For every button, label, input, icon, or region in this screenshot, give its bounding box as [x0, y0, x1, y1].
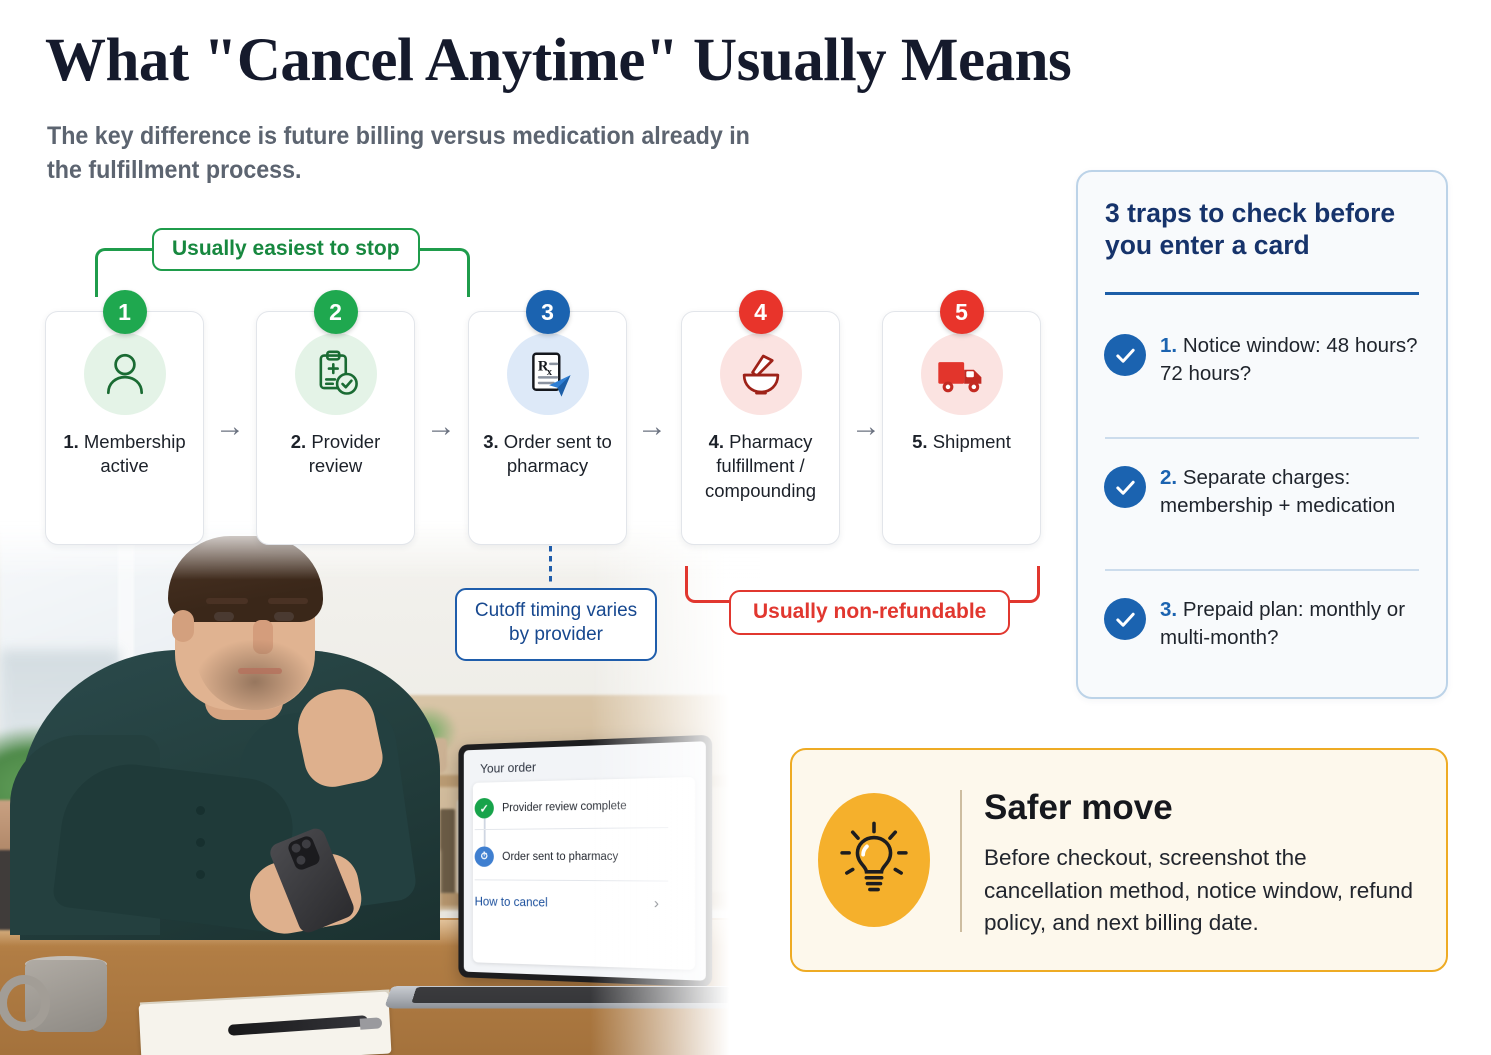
clipboard-check-icon: [294, 333, 377, 415]
safer-move-heading: Safer move: [984, 788, 1173, 827]
step-prefix-4: 4.: [708, 431, 724, 452]
step-card-1[interactable]: 1 1. Membership active: [45, 290, 204, 545]
step-label-5: 5. Shipment: [889, 430, 1034, 454]
step-text-5: Shipment: [932, 431, 1011, 452]
step-text-3: Order sent to pharmacy: [503, 431, 612, 477]
step-card-4[interactable]: 4 4. Pharmacy fulfillment / compounding: [681, 290, 840, 545]
photo-person-ear: [172, 610, 194, 642]
check-circle-icon: [1104, 466, 1146, 508]
flow-arrow-2: →: [426, 410, 456, 443]
clock-circle-icon: ⏱: [474, 846, 494, 867]
step-card-2[interactable]: 2 2. Provider review: [256, 290, 415, 545]
photo-shirt-button-2: [196, 838, 205, 847]
step-prefix-2: 2.: [290, 431, 307, 452]
step-label-1: 1. Membership active: [52, 430, 197, 479]
trap-divider-1: [1105, 437, 1419, 439]
safer-move-panel: Safer move Before checkout, screenshot t…: [790, 748, 1448, 972]
step-prefix-3: 3.: [483, 431, 499, 452]
person-icon: [83, 333, 166, 415]
flow-arrow-1: →: [215, 410, 245, 443]
photo-shirt-button-1: [196, 806, 205, 815]
order-panel-title: Your order: [480, 759, 537, 776]
cutoff-dotted-connector: [549, 546, 552, 584]
photo-person-eye-left: [214, 612, 234, 621]
step-text-4: Pharmacy fulfillment / compounding: [704, 431, 817, 501]
check-circle-icon: [1104, 598, 1146, 640]
step-badge-3: 3: [525, 290, 570, 334]
step-badge-2: 2: [313, 290, 358, 334]
trap-item-3: 3. Prepaid plan: monthly or multi-month?: [1104, 596, 1424, 651]
flow-arrow-3: →: [637, 410, 667, 443]
step-text-1: Membership active: [83, 431, 186, 477]
check-circle-icon: ✓: [474, 797, 494, 819]
photo-person-brow-left: [206, 598, 248, 604]
safer-move-body: Before checkout, screenshot the cancella…: [984, 845, 1414, 936]
step-card-5[interactable]: 5 5. Shipment: [882, 290, 1041, 545]
svg-text:R: R: [537, 359, 548, 375]
step-prefix-5: 5.: [912, 431, 928, 452]
page-title: What "Cancel Anytime" Usually Means: [45, 27, 1072, 94]
step-label-2: 2. Provider review: [263, 430, 408, 479]
trap-number-3: 3.: [1160, 598, 1178, 621]
trap-number-2: 2.: [1160, 466, 1178, 489]
trap-item-1: 1. Notice window: 48 hours? 72 hours?: [1104, 332, 1424, 387]
trap-divider-2: [1105, 569, 1419, 571]
photo-person-mouth: [238, 668, 282, 674]
non-refundable-label: Usually non-refundable: [729, 590, 1011, 635]
easiest-to-stop-label: Usually easiest to stop: [152, 228, 420, 271]
process-flow: Usually easiest to stop 1 1. Membership …: [0, 0, 1060, 700]
page-subtitle: The key difference is future billing ver…: [47, 122, 750, 184]
trap-text-1: 1. Notice window: 48 hours? 72 hours?: [1160, 332, 1424, 387]
step-label-4: 4. Pharmacy fulfillment / compounding: [688, 430, 833, 503]
mortar-pestle-icon: [719, 333, 802, 415]
cutoff-note: Cutoff timing varies by provider: [455, 588, 657, 661]
photo-person-eye-right: [274, 612, 294, 621]
trap-item-2: 2. Separate charges: membership + medica…: [1104, 464, 1424, 519]
lightbulb-icon: [818, 793, 930, 927]
photo-person-brow-right: [268, 598, 308, 604]
trap-body-1: Notice window: 48 hours? 72 hours?: [1160, 334, 1418, 385]
trap-body-3: Prepaid plan: monthly or multi-month?: [1160, 598, 1406, 649]
trap-body-2: Separate charges: membership + medicatio…: [1160, 466, 1396, 517]
rx-send-icon: R x: [506, 333, 589, 415]
traps-heading: 3 traps to check before you enter a card: [1105, 198, 1396, 260]
check-circle-icon: [1104, 334, 1146, 376]
safer-move-separator: [960, 790, 962, 932]
flow-arrow-4: →: [851, 410, 881, 443]
trap-text-2: 2. Separate charges: membership + medica…: [1160, 464, 1424, 519]
photo-mug-handle: [0, 975, 50, 1031]
svg-text:x: x: [546, 367, 551, 378]
photo-pen-tip: [359, 1017, 383, 1030]
traps-panel: 3 traps to check before you enter a card…: [1076, 170, 1448, 699]
photo-shirt-button-3: [196, 870, 205, 879]
trap-number-1: 1.: [1160, 334, 1178, 357]
step-label-3: 3. Order sent to pharmacy: [475, 430, 620, 479]
traps-heading-rule: [1105, 292, 1419, 295]
how-to-cancel-link[interactable]: How to cancel: [474, 894, 548, 910]
trap-text-3: 3. Prepaid plan: monthly or multi-month?: [1160, 596, 1424, 651]
step-prefix-1: 1.: [63, 431, 79, 452]
delivery-truck-icon: [920, 333, 1003, 415]
step-text-2: Provider review: [308, 431, 381, 477]
step-badge-5: 5: [939, 290, 984, 334]
step-badge-1: 1: [102, 290, 147, 334]
step-badge-4: 4: [738, 290, 783, 334]
step-card-3[interactable]: 3 R x 3. Order sent to pharmacy: [468, 290, 627, 545]
